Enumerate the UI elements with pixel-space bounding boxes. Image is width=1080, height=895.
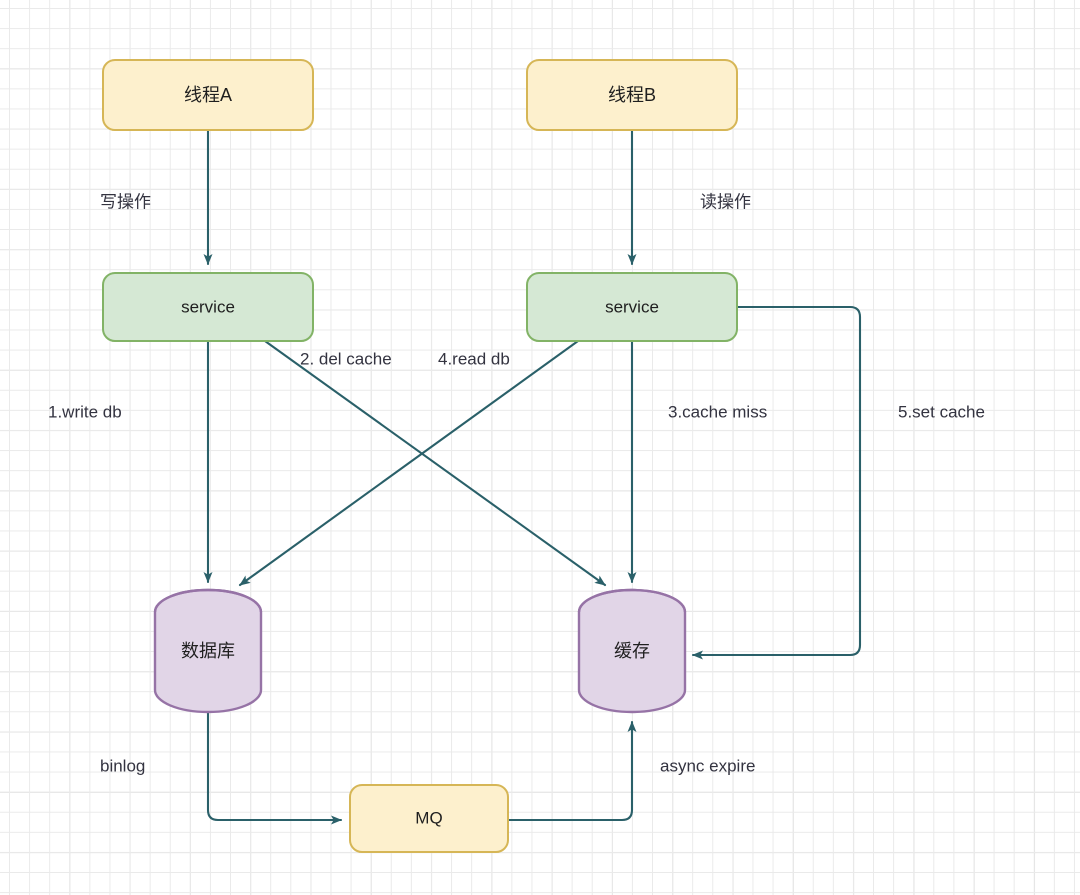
edge-mq-to-cache: async expire — [506, 720, 755, 822]
node-database[interactable]: 数据库 — [153, 588, 263, 714]
edge-line — [506, 720, 637, 822]
edge-line — [238, 339, 580, 587]
node-service-b[interactable]: service — [526, 272, 738, 342]
edge-label-read-operation: 读操作 — [700, 192, 751, 211]
edge-threadA-to-serviceA: 写操作 — [100, 128, 213, 266]
node-label-cache: 缓存 — [614, 641, 650, 661]
node-shape[interactable] — [102, 272, 314, 342]
node-label-service-a: service — [181, 297, 235, 316]
node-shape[interactable] — [349, 784, 509, 853]
edge-label-write-operation: 写操作 — [100, 192, 151, 211]
edge-line — [691, 305, 862, 660]
node-thread-a[interactable]: 线程A — [102, 59, 314, 131]
node-label-service-b: service — [605, 297, 659, 316]
node-mq[interactable]: MQ — [349, 784, 509, 853]
edge-threadB-to-serviceB: 读操作 — [627, 128, 751, 266]
edge-serviceA-to-database: 1.write db — [48, 339, 213, 584]
node-service-a[interactable]: service — [102, 272, 314, 342]
node-shape-cylinder-top — [153, 588, 263, 613]
node-cache[interactable]: 缓存 — [577, 588, 687, 714]
node-shape-cylinder-top — [577, 588, 687, 613]
edge-label-read-db: 4.read db — [438, 349, 510, 368]
edge-line — [206, 710, 343, 825]
node-label-thread-b: 线程B — [608, 85, 656, 105]
edge-line — [263, 339, 607, 587]
edge-label-cache-miss: 3.cache miss — [668, 402, 767, 421]
edge-serviceB-to-cache-setcache: 5.set cache — [691, 305, 985, 660]
node-label-database: 数据库 — [181, 641, 235, 661]
node-shape[interactable] — [526, 272, 738, 342]
edge-label-binlog: binlog — [100, 756, 145, 775]
edge-label-del-cache: 2. del cache — [300, 349, 392, 368]
edge-label-async-expire: async expire — [660, 756, 755, 775]
node-label-thread-a: 线程A — [184, 85, 232, 105]
edge-label-set-cache: 5.set cache — [898, 402, 985, 421]
edge-database-to-mq: binlog — [100, 710, 343, 825]
edge-label-write-db: 1.write db — [48, 402, 122, 421]
edge-serviceB-to-database: 4.read db — [238, 339, 580, 587]
node-thread-b[interactable]: 线程B — [526, 59, 738, 131]
node-shape[interactable] — [526, 59, 738, 131]
node-label-mq: MQ — [415, 808, 442, 827]
edge-serviceA-to-cache: 2. del cache — [263, 339, 607, 587]
edge-serviceB-to-cache: 3.cache miss — [627, 339, 767, 584]
node-shape[interactable] — [102, 59, 314, 131]
